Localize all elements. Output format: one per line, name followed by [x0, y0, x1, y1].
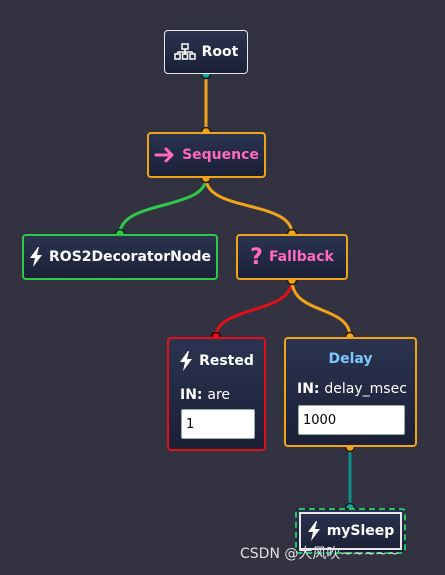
fallback-node[interactable]: ? Fallback: [236, 234, 348, 280]
rested-port-name: are: [207, 387, 231, 403]
delay-port-value-input[interactable]: 1000: [298, 405, 405, 435]
lightning-bolt-icon: [179, 351, 193, 371]
sequence-node[interactable]: Sequence: [147, 132, 266, 178]
lightning-bolt-icon: [29, 247, 43, 267]
edge-fallback-rested: [214, 279, 294, 338]
delay-node[interactable]: Delay IN: delay_msec 1000: [284, 337, 417, 447]
rested-port-direction: IN:: [180, 387, 203, 403]
ros2-decorator-label: ROS2DecoratorNode: [49, 249, 211, 265]
mysleep-label: mySleep: [326, 523, 395, 539]
question-mark-icon: ?: [250, 244, 263, 270]
rested-port-label: IN: are: [180, 387, 230, 403]
rested-label: Rested: [199, 353, 254, 369]
delay-label: Delay: [328, 351, 373, 367]
ros2-decorator-node[interactable]: ROS2DecoratorNode: [22, 234, 218, 280]
edge-sequence-fallback: [204, 177, 294, 235]
tree-hierarchy-icon: [173, 43, 196, 61]
fallback-label: Fallback: [268, 249, 334, 265]
delay-header: Delay: [286, 351, 415, 367]
sequence-label: Sequence: [182, 147, 259, 163]
mysleep-node[interactable]: mySleep: [295, 508, 406, 554]
root-label: Root: [201, 44, 239, 60]
edge-sequence-ros2: [118, 177, 208, 235]
arrow-right-icon: [154, 146, 176, 164]
rested-port-value-input[interactable]: 1: [181, 409, 255, 439]
rested-node[interactable]: Rested IN: are 1: [167, 337, 266, 451]
root-node[interactable]: Root: [164, 30, 248, 74]
delay-port-direction: IN:: [297, 381, 320, 397]
rested-header: Rested: [169, 351, 264, 371]
delay-port-name: delay_msec: [324, 381, 407, 397]
delay-port-label: IN: delay_msec: [297, 381, 407, 397]
watermark-text: CSDN @大风吹~~~~~: [240, 546, 400, 562]
edge-fallback-delay: [290, 279, 352, 338]
lightning-bolt-icon: [307, 521, 321, 541]
